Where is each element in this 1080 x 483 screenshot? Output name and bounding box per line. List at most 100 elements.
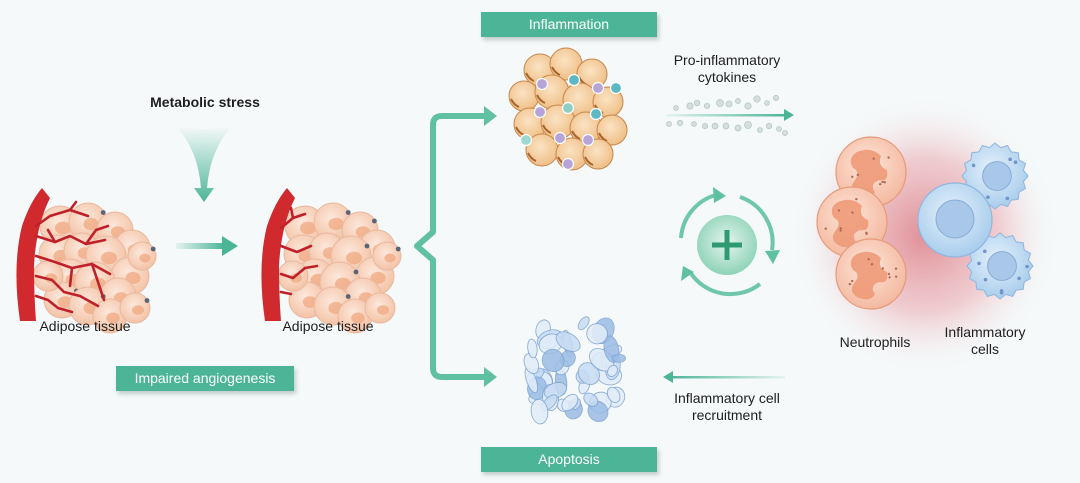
granule [824,227,827,230]
adipocyte-nucleus [346,251,362,265]
apoptotic-fragment [541,348,565,373]
cytokine-dot [734,124,742,132]
granule [1005,196,1010,201]
granule [856,173,859,177]
cell-dot [100,210,106,215]
recruitment-arrow [663,371,785,383]
inflammatory-cells-label: Inflammatory cells [930,324,1040,358]
granule [982,249,987,254]
apoptotic-fragment [583,392,599,407]
adipocyte-edge [551,66,561,76]
inflamed-adipocyte [582,138,614,170]
adipocyte-nucleus [101,251,117,265]
adipocyte-edge [527,152,537,162]
granule [872,157,875,160]
cell-dot [395,246,401,252]
cytokine-dot [753,95,761,103]
cytokine-dot [693,99,701,107]
capillary [34,294,74,314]
cytokine-dot [744,121,752,129]
immune-cell [561,101,575,115]
cytokine-dot [686,102,694,110]
adipocyte-edge [584,156,594,166]
adipocyte-nucleus [384,253,396,263]
apoptotic-fragment [530,398,549,425]
adipose-tissue-label-right: Adipose tissue [282,318,374,334]
immune-cells [816,136,1034,310]
granule [881,267,885,270]
capillary [279,264,319,280]
immune-cell [535,77,549,91]
cell-nucleus [987,251,1017,281]
cytokine-particles [666,95,788,136]
capillary [34,234,107,246]
cell-dot [372,218,377,224]
cell-dot [144,298,150,303]
cytokine-dot [703,102,711,110]
capillary [90,262,106,302]
immune-cell [581,133,595,147]
cytokine-dot [765,122,773,130]
capillary [68,200,78,212]
granule [855,197,858,201]
granule [894,275,898,278]
granule [881,180,884,184]
adipocyte-nucleus [55,221,71,235]
adipocyte-edge [525,72,535,82]
adipocyte-edge [571,130,581,140]
cytokines-label-line2: cytokines [697,69,757,85]
apoptotic-fragment [555,331,581,353]
capillary [84,224,110,246]
cell-dot [150,246,156,252]
cycle-arrow-bottom [688,270,762,297]
granule [867,257,870,261]
apoptotic-cell-cluster [523,316,626,425]
cytokine-dot [735,98,741,104]
granule [851,175,854,179]
cytokine-arrow [666,109,794,121]
progression-arrow [176,236,238,256]
cycle-arrow-right [739,195,775,251]
cell-dot [345,210,351,215]
cycle-arrow-top [679,193,717,239]
immune-cell [589,107,603,121]
neutrophil-nucleus [831,199,869,248]
adipocyte-nucleus [139,253,151,263]
recruitment-label-line1: Inflammatory cell [674,390,780,406]
metabolic-stress-arrow [176,126,232,202]
capillary [46,228,57,244]
granule [888,276,891,279]
apoptotic-fragment [612,353,626,363]
blood-vessel [261,188,295,321]
apoptotic-fragment [523,353,540,375]
immune-cell [591,81,605,95]
granule [878,182,882,186]
positive-feedback-cycle [679,187,780,297]
apoptotic-fragment [577,316,590,331]
inflamed-adipocyte [596,114,628,146]
cytokine-dot [711,122,719,130]
adipocyte-edge [598,132,608,142]
cytokine-dot [716,99,724,107]
granule [983,277,988,282]
cytokines-label-line1: Pro-inflammatory [673,52,781,68]
cytokine-dot [776,126,782,132]
inflammation-tag: Inflammation [481,12,657,37]
adipocyte-nucleus [351,312,365,324]
granule [999,289,1004,293]
impaired-angiogenesis-tag: Impaired angiogenesis [116,366,294,391]
branch-brace-arrows [414,106,497,387]
granule [887,156,890,159]
granule [971,163,976,168]
adipocyte-nucleus [300,221,316,235]
apoptotic-fragment [607,364,618,377]
granule [848,282,852,286]
cytokine-dot [722,122,730,130]
cytokine-dot [773,95,779,101]
capillary [68,266,74,288]
recruitment-label: Inflammatory cell recruitment [652,390,802,424]
neutrophil-nucleus [850,251,888,300]
granule [850,279,854,283]
neutrophil-nucleus [850,149,888,198]
